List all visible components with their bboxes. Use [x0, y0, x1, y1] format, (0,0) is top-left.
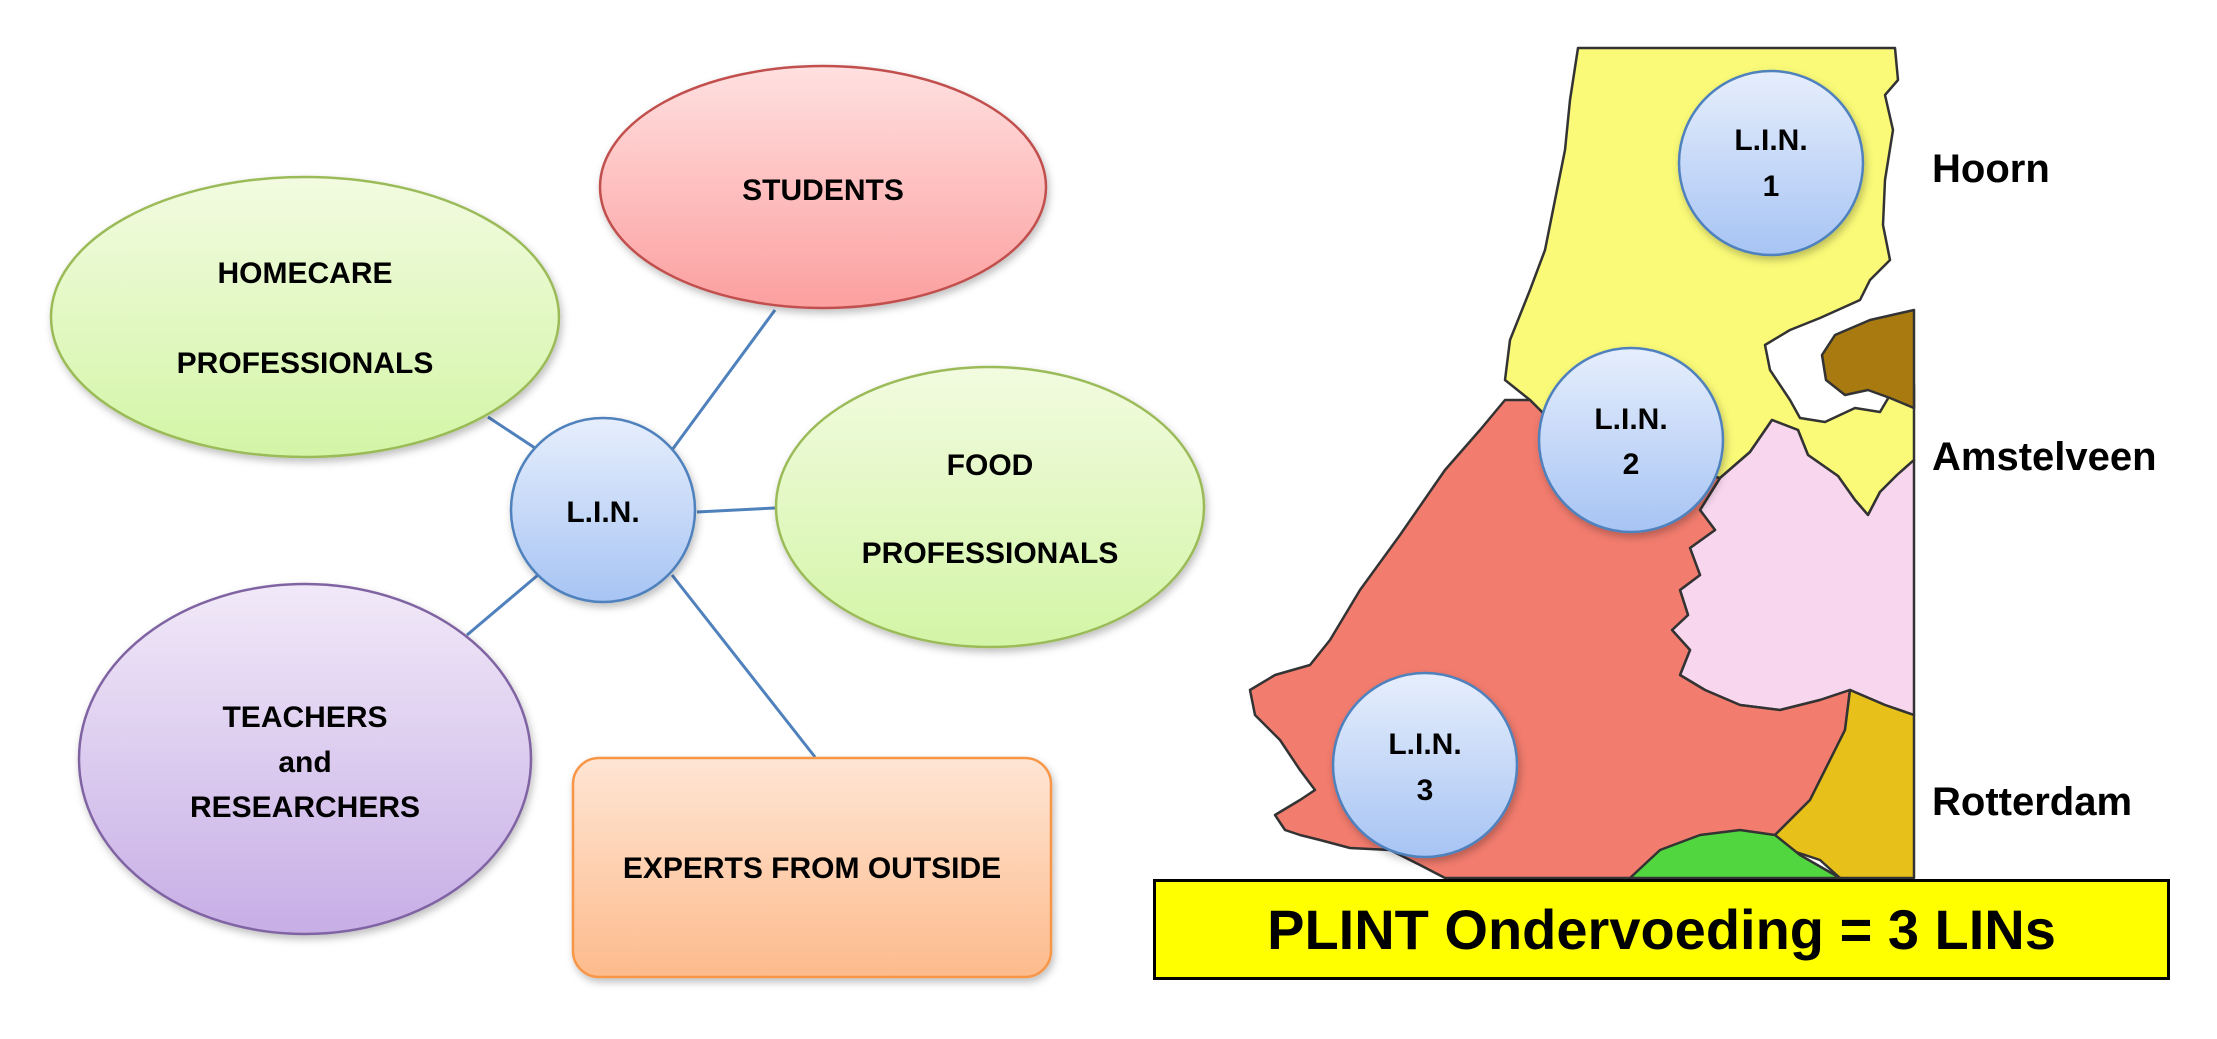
hub-diagram: STUDENTS HOMECARE PROFESSIONALS FOOD PRO…: [49, 64, 1206, 979]
food-ellipse: [774, 365, 1206, 649]
teachers-node: TEACHERS and RESEARCHERS: [77, 582, 533, 936]
center-lin-circle: [509, 416, 697, 604]
map-lin-1: L.I.N. 1: [1677, 69, 1865, 257]
connector-experts: [670, 574, 817, 758]
map-region-brown: [1820, 308, 1916, 410]
connector-homecare: [487, 415, 539, 452]
food-node: FOOD PROFESSIONALS: [774, 365, 1206, 649]
students-ellipse: [598, 64, 1048, 310]
students-label: STUDENTS: [742, 174, 904, 207]
map-lin-1-label-line2: 1: [1763, 170, 1780, 203]
plint-banner-text: PLINT Ondervoeding = 3 LINs: [1267, 898, 2056, 961]
experts-label: EXPERTS FROM OUTSIDE: [623, 852, 1001, 885]
map-lin-1-label-line1: L.I.N.: [1734, 124, 1807, 157]
food-label-line1: FOOD: [947, 449, 1034, 482]
map-lin-3-label-line1: L.I.N.: [1388, 728, 1461, 761]
center-lin-label: L.I.N.: [566, 496, 639, 529]
connectors: [466, 309, 817, 758]
city-label-rotterdam: Rotterdam: [1932, 780, 2132, 824]
homecare-node: HOMECARE PROFESSIONALS: [49, 175, 561, 459]
experts-node: EXPERTS FROM OUTSIDE: [571, 756, 1053, 979]
connector-students: [670, 309, 777, 451]
region-map: L.I.N. 1 L.I.N. 2 L.I.N. 3 Hoorn Amstelv…: [1248, 46, 2157, 880]
experts-box: [571, 756, 1053, 979]
map-region-gold: [1773, 688, 1916, 880]
students-node: STUDENTS: [598, 64, 1048, 310]
map-lin-3-circle: [1331, 671, 1519, 859]
homecare-label-line1: HOMECARE: [217, 257, 392, 290]
map-lin-2: L.I.N. 2: [1537, 346, 1725, 534]
city-label-hoorn: Hoorn: [1932, 147, 2050, 191]
connector-food: [696, 506, 776, 514]
map-lin-3-label-line2: 3: [1417, 774, 1434, 807]
teachers-label-line3: RESEARCHERS: [190, 791, 420, 824]
connector-teachers: [466, 573, 539, 637]
map-lin-3: L.I.N. 3: [1331, 671, 1519, 859]
city-label-amstelveen: Amstelveen: [1932, 435, 2157, 479]
teachers-ellipse: [77, 582, 533, 936]
map-region-green: [1628, 828, 1842, 880]
center-lin-node: L.I.N.: [509, 416, 697, 604]
homecare-label-line2: PROFESSIONALS: [177, 347, 434, 380]
map-lin-1-circle: [1677, 69, 1865, 257]
homecare-ellipse: [49, 175, 561, 459]
teachers-label-line1: TEACHERS: [222, 701, 387, 734]
map-lin-2-label-line2: 2: [1623, 448, 1640, 481]
teachers-label-line2: and: [278, 746, 331, 779]
map-lin-2-circle: [1537, 346, 1725, 534]
plint-banner: PLINT Ondervoeding = 3 LINs: [1153, 879, 2170, 980]
food-label-line2: PROFESSIONALS: [862, 537, 1119, 570]
map-lin-2-label-line1: L.I.N.: [1594, 403, 1667, 436]
